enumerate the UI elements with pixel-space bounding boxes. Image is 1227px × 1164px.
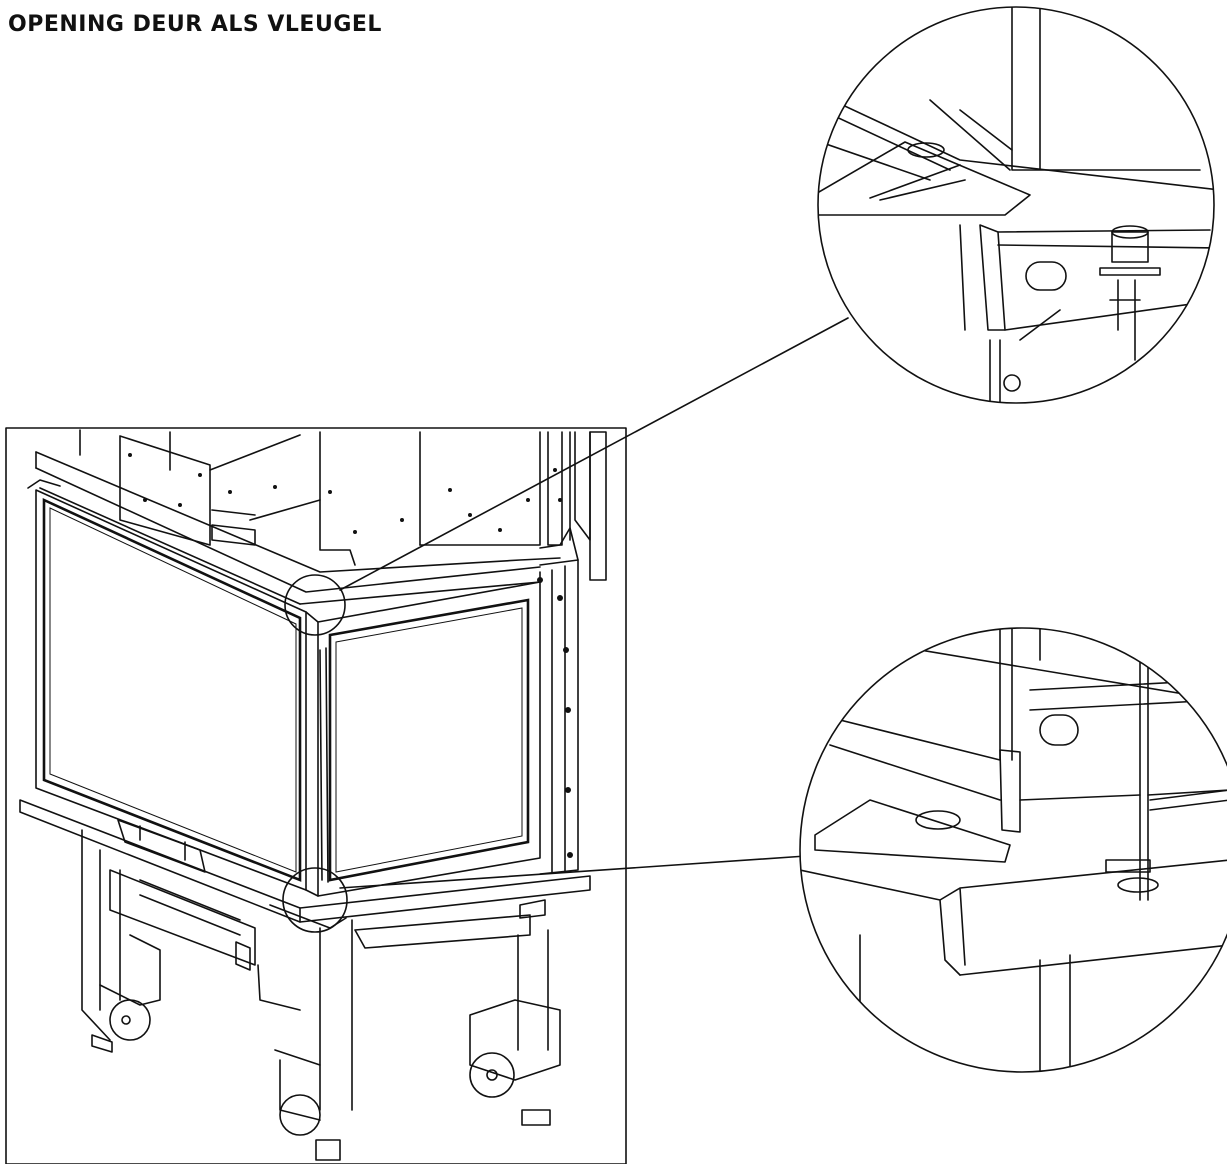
- leader-line-bottom: [339, 855, 807, 889]
- detail-callout-bottom: [282, 867, 348, 933]
- main-view-frame: [5, 427, 627, 1164]
- page-title: OPENING DEUR ALS VLEUGEL: [8, 12, 382, 37]
- detail-view-top: [817, 6, 1215, 404]
- leader-line-top: [339, 317, 849, 591]
- detail-callout-top: [284, 574, 346, 636]
- detail-view-bottom: [799, 627, 1227, 1073]
- fireplace-drawing: [19, 429, 607, 1161]
